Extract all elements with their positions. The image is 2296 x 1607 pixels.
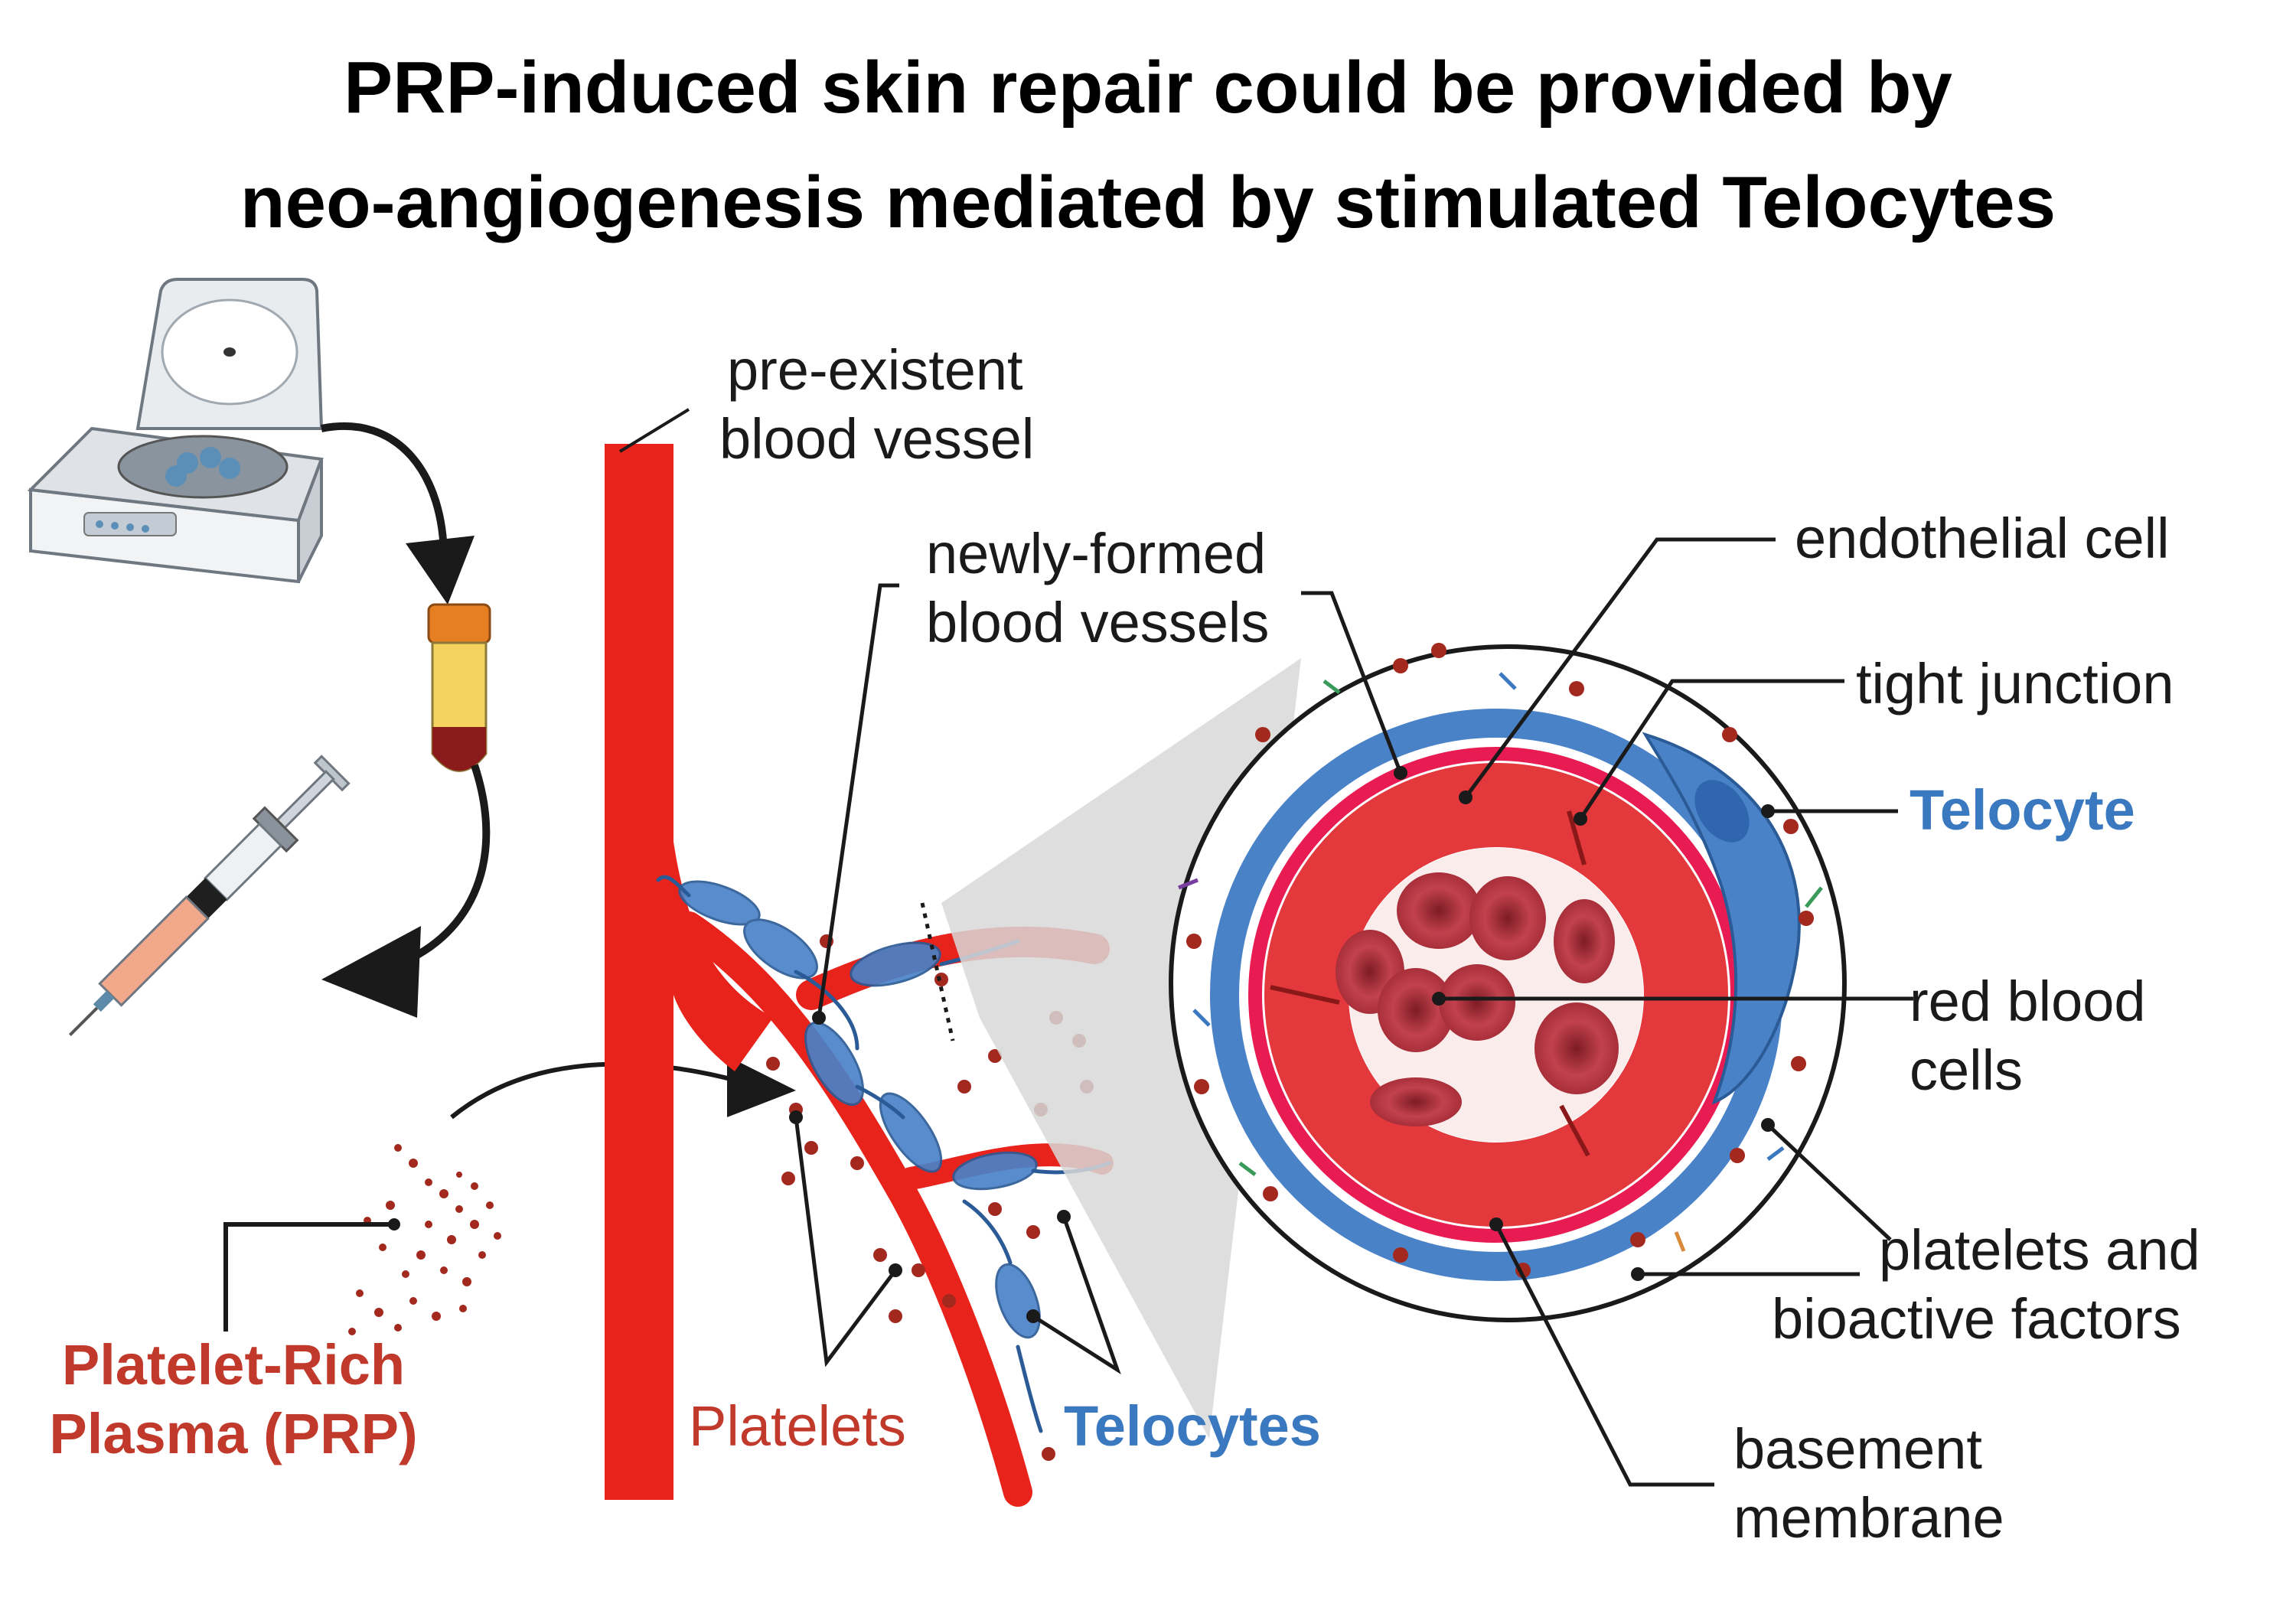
label-basement-1: basement [1733,1417,1982,1481]
label-telocytes: Telocytes [1064,1394,1321,1458]
newly-formed-leader-left [817,583,899,1019]
pre-existent-leader [618,408,690,453]
label-factors-2: bioactive factors [1772,1287,2181,1351]
arrow-tube-to-syringe [396,764,491,968]
pre-existent-vessel [605,444,673,1500]
label-pre-existent-2: blood vessel [719,407,1035,471]
syringe-icon [68,755,351,1036]
label-tight-junction: tight junction [1856,652,2174,715]
centrifuge-icon [27,278,324,584]
tube-icon [427,603,491,772]
cross-section [1169,643,1847,1322]
label-factors-1: platelets and [1879,1218,2200,1282]
label-endothelial: endothelial cell [1795,507,2170,570]
label-rbc-1: red blood [1910,970,2146,1033]
prp-splatter [348,1144,501,1335]
label-telocyte: Telocyte [1910,778,2135,842]
arrow-head-2 [321,926,421,1018]
label-newly-formed-2: blood vessels [926,591,1270,654]
label-prp-2: Plasma (PRP) [49,1402,418,1465]
cut-line [920,902,955,1041]
label-rbc-2: cells [1910,1038,2024,1102]
arrow-head-3 [727,1056,796,1117]
cross-section-leaders [1301,537,1913,1487]
prp-connector [223,1222,394,1332]
label-prp-1: Platelet-Rich [61,1333,406,1397]
arrow-centrifuge-to-tube [321,422,448,559]
arrow-prp-to-vessels [450,1061,758,1120]
title-line-2: neo-angiogenesis mediated by stimulated … [240,161,2056,243]
arrow-head-1 [406,536,475,605]
cross-section-leader-dots [1394,766,1775,1281]
title-line-1: PRP-induced skin repair could be provide… [344,47,1952,129]
label-newly-formed-1: newly-formed [926,522,1267,585]
label-pre-existent-1: pre-existent [727,338,1023,402]
label-basement-2: membrane [1733,1486,2004,1550]
label-platelets: Platelets [689,1394,906,1458]
telocytes-leader [1032,1216,1121,1374]
platelets-leader [794,1116,897,1367]
